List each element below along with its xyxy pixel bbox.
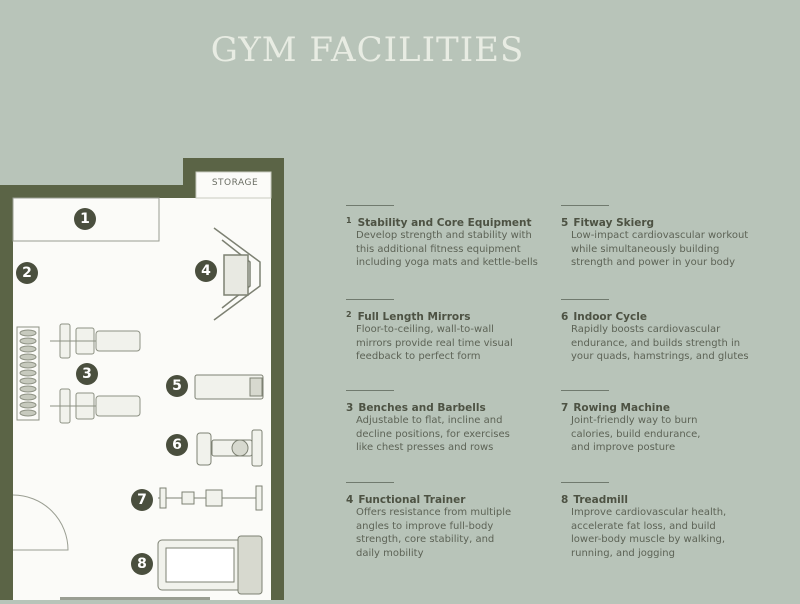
equipment-number: 1 bbox=[346, 216, 352, 225]
divider bbox=[561, 205, 609, 206]
functional-trainer bbox=[213, 227, 261, 321]
marker-5: 5 bbox=[166, 375, 188, 397]
equipment-number: 7 bbox=[561, 402, 569, 414]
marker-3: 3 bbox=[76, 363, 98, 385]
marker-6: 6 bbox=[166, 434, 188, 456]
skierg bbox=[194, 374, 264, 400]
rowing-machine bbox=[158, 485, 263, 511]
divider bbox=[346, 205, 394, 206]
divider bbox=[346, 390, 394, 391]
marker-7: 7 bbox=[131, 489, 153, 511]
equipment-number: 4 bbox=[346, 494, 354, 506]
equipment-item: 4 Functional Trainer Offers resistance fr… bbox=[346, 482, 546, 560]
equipment-name: Full Length Mirrors bbox=[357, 311, 471, 323]
equipment-number: 5 bbox=[561, 217, 569, 229]
equipment-name: Rowing Machine bbox=[573, 402, 670, 414]
equipment-item: 1 Stability and Core Equipment Develop st… bbox=[346, 205, 546, 270]
equipment-item: 2 Full Length Mirrors Floor-to-ceiling, w… bbox=[346, 299, 546, 364]
indoor-cycle bbox=[196, 429, 263, 467]
bench-upper bbox=[50, 323, 141, 359]
dumbbell-rack bbox=[16, 326, 40, 421]
equipment-description: Improve cardiovascular health,accelerate… bbox=[571, 507, 727, 559]
equipment-number: 3 bbox=[346, 402, 354, 414]
equipment-name: Functional Trainer bbox=[358, 494, 466, 506]
equipment-item: 7 Rowing Machine Joint-friendly way to bu… bbox=[561, 390, 761, 455]
marker-8: 8 bbox=[131, 553, 153, 575]
equipment-number: 8 bbox=[561, 494, 569, 506]
equipment-name: Stability and Core Equipment bbox=[357, 217, 532, 229]
treadmill bbox=[157, 535, 263, 595]
equipment-item: 6 Indoor Cycle Rapidly boosts cardiovascu… bbox=[561, 299, 761, 364]
floor-plan: STORAGE 1 2 3 4 5 6 7 8 bbox=[0, 0, 300, 600]
equipment-name: Indoor Cycle bbox=[573, 311, 647, 323]
page-title: GYM FACILITIES bbox=[210, 30, 525, 70]
storage-label: STORAGE bbox=[211, 178, 259, 188]
marker-4: 4 bbox=[195, 260, 217, 282]
divider bbox=[561, 390, 609, 391]
equipment-name: Treadmill bbox=[573, 494, 628, 506]
equipment-number: 6 bbox=[561, 311, 569, 323]
equipment-name: Benches and Barbells bbox=[358, 402, 486, 414]
divider bbox=[561, 482, 609, 483]
marker-1: 1 bbox=[74, 208, 96, 230]
equipment-number: 2 bbox=[346, 310, 352, 319]
divider bbox=[346, 299, 394, 300]
equipment-item: 8 Treadmill Improve cardiovascular health… bbox=[561, 482, 761, 560]
marker-2: 2 bbox=[16, 262, 38, 284]
equipment-name: Fitway Skierg bbox=[573, 217, 655, 229]
bench-lower bbox=[50, 388, 141, 424]
equipment-item: 3 Benches and Barbells Adjustable to flat… bbox=[346, 390, 546, 455]
divider bbox=[346, 482, 394, 483]
equipment-item: 5 Fitway Skierg Low-impact cardiovascular… bbox=[561, 205, 761, 270]
floor-plan-drawing bbox=[0, 158, 284, 600]
divider bbox=[561, 299, 609, 300]
